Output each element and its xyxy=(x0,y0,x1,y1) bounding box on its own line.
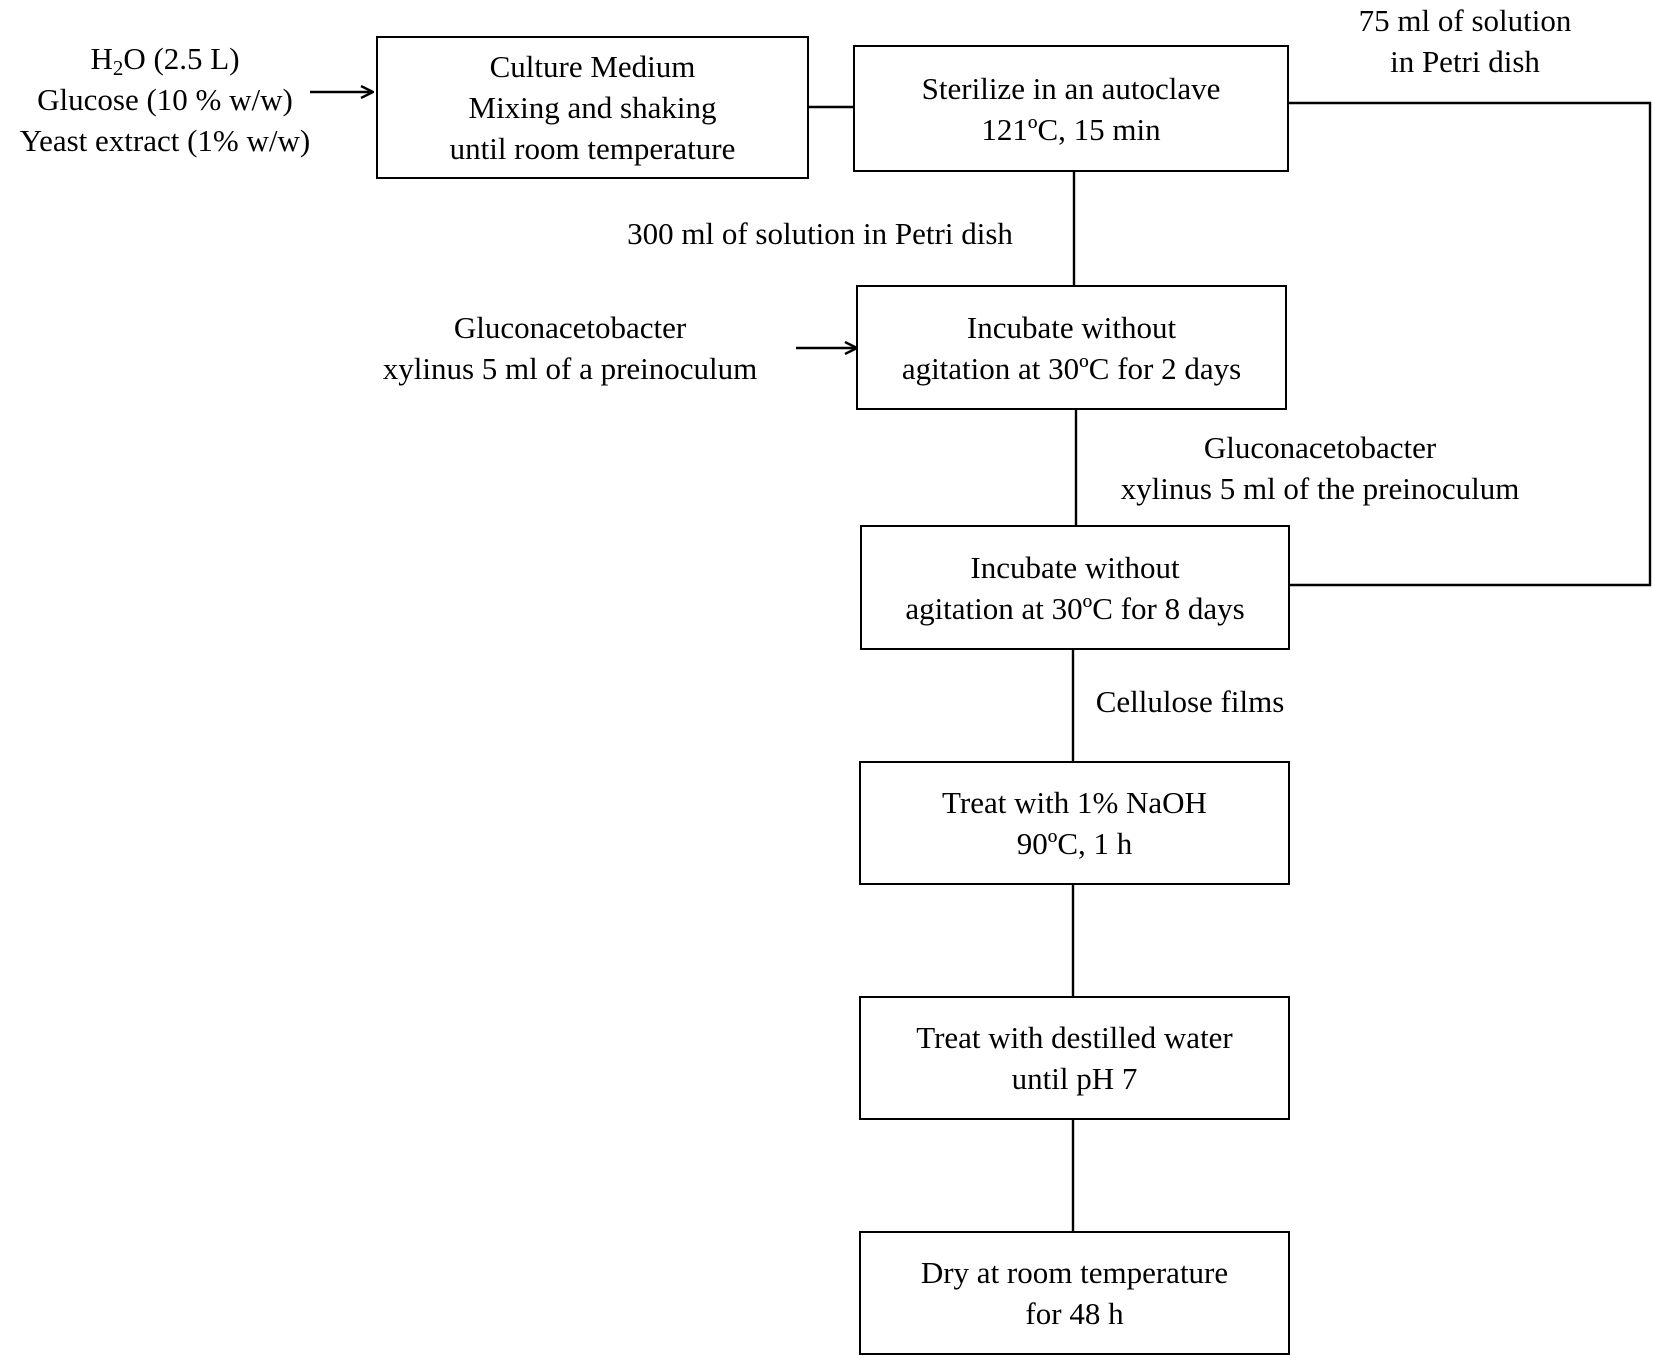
sterilize-box: Sterilize in an autoclave 121ºC, 15 min xyxy=(853,45,1289,172)
incubate-8-days-box: Incubate without agitation at 30ºC for 8… xyxy=(860,525,1290,650)
naoh-treatment-box: Treat with 1% NaOH 90ºC, 1 h xyxy=(859,761,1290,885)
solution-75-label: 75 ml of solution in Petri dish xyxy=(1358,3,1572,79)
preinoculum-a-label: Gluconacetobacter xylinus 5 ml of a prei… xyxy=(382,310,758,386)
culture-inputs: H2O (2.5 L) Glucose (10 % w/w) Yeast ext… xyxy=(0,38,330,161)
solution-300-label: 300 ml of solution in Petri dish xyxy=(627,216,1013,251)
preinoculum-the-label: Gluconacetobacter xylinus 5 ml of the pr… xyxy=(1120,430,1520,506)
distilled-water-box: Treat with destilled water until pH 7 xyxy=(859,996,1290,1120)
connector-sterilize-loop-incubate8 xyxy=(1288,101,1652,587)
yeast-input: Yeast extract (1% w/w) xyxy=(19,123,311,158)
incubate-2-days-box: Incubate without agitation at 30ºC for 2… xyxy=(856,285,1287,410)
water-input: H2O (2.5 L) xyxy=(90,41,240,80)
cellulose-films-label: Cellulose films xyxy=(1095,684,1285,719)
culture-medium-box: Culture Medium Mixing and shaking until … xyxy=(376,36,809,179)
dry-box: Dry at room temperature for 48 h xyxy=(859,1231,1290,1355)
glucose-input: Glucose (10 % w/w) xyxy=(37,82,293,117)
